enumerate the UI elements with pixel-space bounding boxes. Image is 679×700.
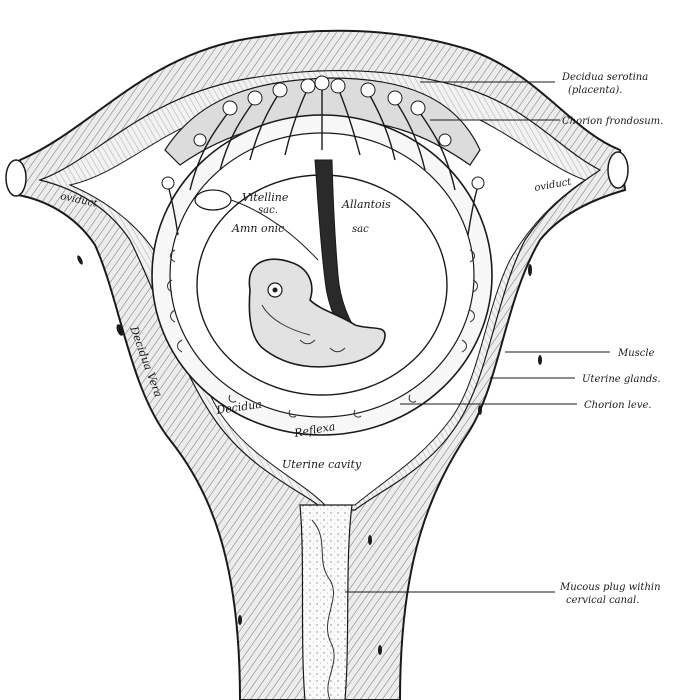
cervical-canal — [299, 504, 353, 700]
label-amniotic-sac: sac — [352, 224, 369, 235]
leader-lines — [345, 81, 610, 593]
label-vitelline-sac: sac. — [258, 205, 278, 216]
label-vitelline: Vitelline — [242, 191, 289, 204]
label-mucous-plug-1: Mucous plug within — [559, 582, 661, 593]
embryo — [248, 258, 386, 368]
chorion-side-villi — [167, 249, 478, 418]
label-uterine-cavity: Uterine cavity — [282, 458, 362, 471]
vitelline-sac — [194, 189, 232, 211]
label-allantois: Allantois — [341, 198, 391, 211]
label-mucous-plug-2: cervical canal. — [566, 595, 639, 606]
label-chorion-leve: Chorion leve. — [584, 400, 652, 411]
label-placenta: (placenta). — [568, 85, 622, 96]
label-muscle: Muscle — [617, 348, 655, 359]
muscle-fibre-marks — [77, 255, 542, 655]
label-decidua-serotina: Decidua serotina — [561, 72, 648, 83]
label-decidua: Decidua — [215, 398, 263, 417]
oviduct-left-end — [5, 159, 27, 197]
oviduct-right-end — [607, 151, 629, 189]
label-uterine-glands: Uterine glands. — [582, 374, 661, 385]
villi-tufts — [161, 75, 485, 190]
label-amniotic: Amn onic — [231, 222, 284, 235]
label-chorion-frondosum: Chorion frondosum. — [562, 116, 663, 127]
